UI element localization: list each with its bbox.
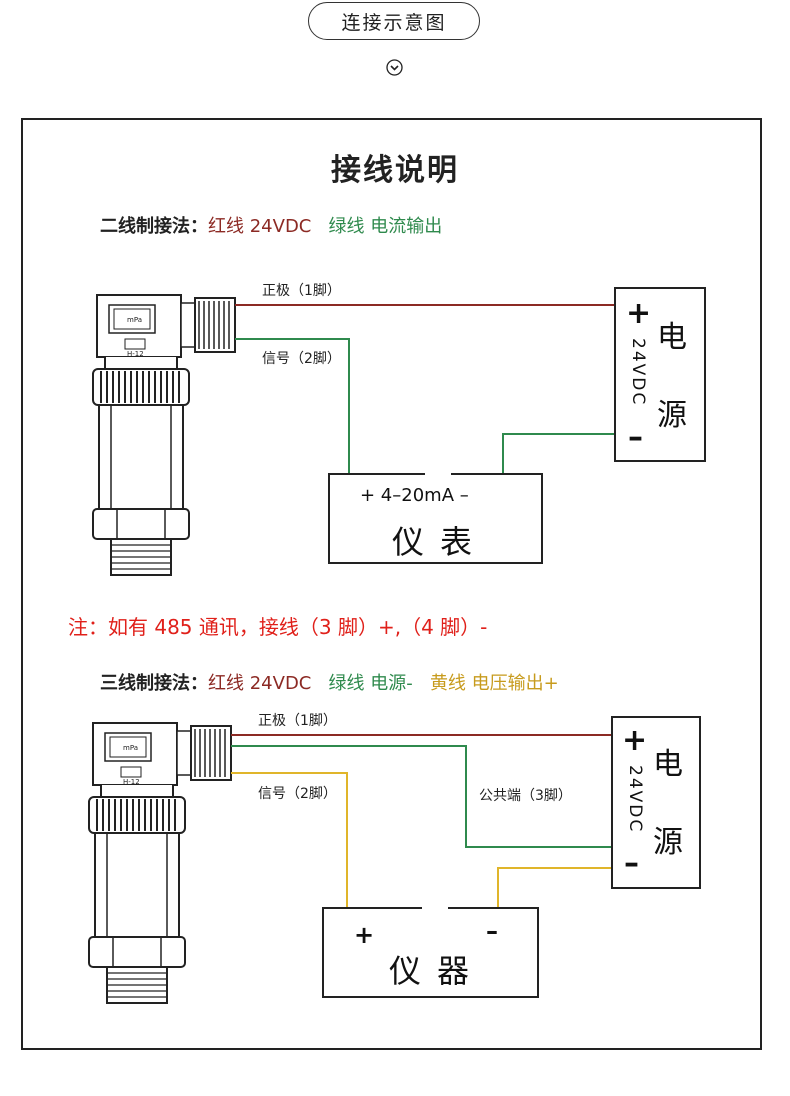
pressure-transmitter-1 bbox=[92, 294, 236, 576]
psu-1-char-1: 电 bbox=[657, 320, 687, 355]
diagram-frame bbox=[21, 118, 762, 1050]
two-wire-pin2-label: 信号（2脚） bbox=[262, 351, 341, 367]
two-wire-pin1-label: 正极（1脚） bbox=[262, 283, 341, 299]
meter-2-name: 仪器 bbox=[389, 952, 486, 990]
chevron-down-circle-icon bbox=[386, 59, 403, 76]
meter-1-name: 仪表 bbox=[392, 523, 489, 561]
psu-2-char-1: 电 bbox=[653, 747, 683, 782]
section-header-pill: 连接示意图 bbox=[308, 2, 480, 40]
two-wire-label: 二线制接法： bbox=[100, 216, 208, 237]
three-wire-green-wire bbox=[231, 745, 612, 848]
three-wire-pin3-label: 公共端（3脚） bbox=[479, 788, 572, 804]
three-wire-yellow-wire-return bbox=[497, 867, 612, 908]
three-wire-method-line: 三线制接法：红线 24VDC 绿线 电源- 黄线 电压输出+ bbox=[100, 669, 559, 695]
psu-2-char-2: 源 bbox=[653, 825, 683, 860]
psu-1-voltage: 24VDC bbox=[628, 338, 648, 407]
psu-1-plus: + bbox=[626, 296, 652, 331]
sensor-2-unit-label: mPa bbox=[123, 744, 139, 752]
three-wire-red-text: 红线 24VDC bbox=[208, 673, 312, 694]
sensor-1-unit-label: mPa bbox=[127, 316, 143, 324]
psu-1-char-2: 源 bbox=[657, 398, 687, 433]
three-wire-label: 三线制接法： bbox=[100, 673, 208, 694]
two-wire-method-line: 二线制接法：红线 24VDC 绿线 电流输出 bbox=[100, 212, 442, 238]
rs485-note: 注：如有 485 通讯，接线（3 脚）+,（4 脚）- bbox=[68, 615, 488, 639]
two-wire-red-text: 红线 24VDC bbox=[208, 216, 312, 237]
meter-2-plus: + bbox=[354, 921, 375, 949]
psu-2-minus: – bbox=[624, 846, 639, 881]
psu-1-minus: – bbox=[628, 420, 643, 455]
section-header-title: 连接示意图 bbox=[341, 11, 447, 34]
psu-2-plus: + bbox=[622, 723, 648, 758]
two-wire-green-text: 绿线 电流输出 bbox=[328, 216, 443, 237]
three-wire-green-text: 绿线 电源- bbox=[328, 673, 413, 694]
psu-2-voltage: 24VDC bbox=[625, 765, 645, 834]
meter-1-range-label: + 4–20mA – bbox=[360, 485, 469, 506]
three-wire-yellow-wire-signal bbox=[231, 772, 348, 908]
meter-2-minus: – bbox=[486, 917, 498, 945]
three-wire-pin1-label: 正极（1脚） bbox=[258, 713, 337, 729]
meter-2-box bbox=[322, 907, 539, 998]
three-wire-pin2-label: 信号（2脚） bbox=[258, 786, 337, 802]
two-wire-green-wire-signal bbox=[235, 338, 350, 474]
sensor-2-tag: H-12 bbox=[123, 778, 140, 786]
psu-2-box bbox=[611, 716, 701, 889]
meter-1-box bbox=[328, 473, 543, 564]
pressure-transmitter-2 bbox=[88, 722, 232, 1004]
diagram-title: 接线说明 bbox=[331, 153, 459, 188]
three-wire-yellow-text: 黄线 电压输出+ bbox=[429, 673, 559, 694]
two-wire-green-wire-return bbox=[502, 433, 615, 474]
sensor-1-tag: H-12 bbox=[127, 350, 144, 358]
psu-1-box bbox=[614, 287, 706, 462]
